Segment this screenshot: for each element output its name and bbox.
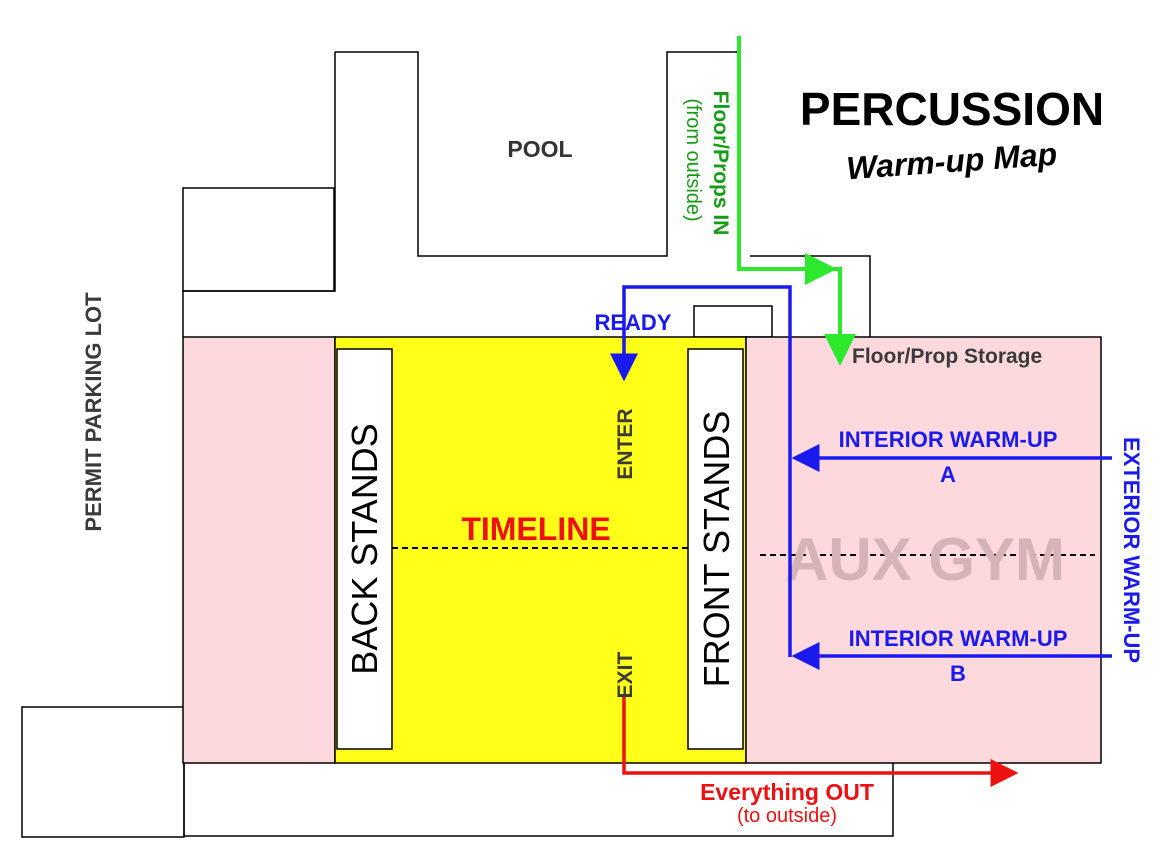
front-stands (687, 348, 744, 750)
aux-gym-zone (745, 336, 1102, 764)
floor-props-in-label: Floor/Props IN (709, 91, 732, 236)
ready-label: READY (594, 310, 671, 335)
exit-label: EXIT (614, 651, 637, 698)
from-outside-label: (from outside) (682, 98, 704, 221)
map-subtitle: Warm-up Map (845, 136, 1058, 187)
back-stands-label: BACK STANDS (344, 423, 385, 674)
to-outside-label: (to outside) (737, 805, 837, 827)
floor-props-in-path (737, 36, 837, 285)
small-room (693, 305, 773, 338)
building-outline-bottom (183, 763, 894, 837)
front-stands-label: FRONT STANDS (696, 411, 737, 688)
building-outline-left (182, 187, 335, 292)
interior-b-label: INTERIOR WARM-UP (849, 626, 1068, 651)
back-stands (336, 348, 393, 750)
building-outline-pool (335, 51, 738, 257)
floor-props-storage-path (739, 267, 856, 366)
building-outline-bottom-left (21, 706, 185, 838)
parking-lot-label: PERMIT PARKING LOT (81, 292, 106, 532)
interior-b-letter: B (950, 661, 966, 686)
everything-out-label: Everything OUT (700, 779, 874, 805)
exit-path (622, 697, 1019, 787)
enter-label: ENTER (614, 408, 637, 479)
storage-label: Floor/Prop Storage (852, 345, 1042, 368)
interior-a-letter: A (940, 462, 956, 487)
building-outline-top-right (750, 255, 871, 337)
timeline-label: TIMELINE (461, 511, 610, 547)
pink-zone-left (182, 336, 336, 764)
interior-a-label: INTERIOR WARM-UP (839, 427, 1058, 452)
map-title: PERCUSSION (800, 83, 1104, 135)
ready-path (610, 285, 792, 657)
performance-floor (334, 336, 747, 764)
building-outline-corridor (182, 52, 336, 337)
aux-gym-label: AUX GYM (785, 526, 1065, 593)
exterior-warmup-label: EXTERIOR WARM-UP (1119, 437, 1144, 663)
pool-label: POOL (507, 136, 572, 162)
